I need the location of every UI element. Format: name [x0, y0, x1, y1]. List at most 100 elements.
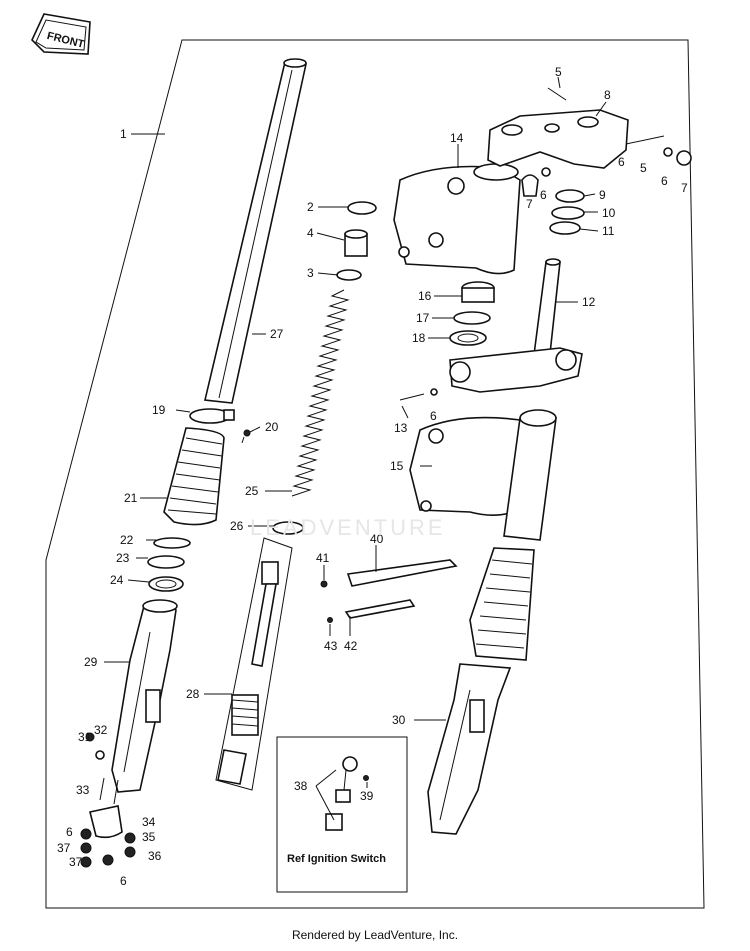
watermark: LEADVENTURE [250, 515, 446, 540]
callout-5-top: 5 [555, 65, 562, 79]
callout-6-bottom: 6 [120, 874, 127, 888]
callout-19: 19 [152, 403, 166, 417]
bearing-seal [453, 311, 491, 325]
callout-33: 33 [76, 783, 90, 797]
callout-35: 35 [142, 830, 156, 844]
washer [147, 555, 185, 569]
fork-assembly-right [427, 409, 557, 835]
callout-41: 41 [316, 551, 330, 565]
callout-15: 15 [390, 459, 404, 473]
oil-seal [148, 576, 184, 592]
circlip [153, 537, 191, 549]
steering-stem [449, 258, 583, 393]
top-bolt [344, 229, 368, 257]
cap-nut-left [521, 174, 539, 197]
callout-29: 29 [84, 655, 98, 669]
upper-fork-bracket [487, 109, 629, 169]
callout-26: 26 [230, 519, 244, 533]
callout-9: 9 [599, 188, 606, 202]
plate-screw-upper [320, 580, 328, 588]
bolt-top [547, 87, 567, 101]
callout-20: 20 [265, 420, 279, 434]
callout-30: 30 [392, 713, 406, 727]
inner-fork-tube [204, 58, 307, 404]
cap [347, 201, 377, 215]
callout-13: 13 [394, 421, 408, 435]
callout-6-left: 6 [66, 825, 73, 839]
callout-36: 36 [148, 849, 162, 863]
diagram-frame [45, 39, 705, 909]
callout-6-mid: 6 [540, 188, 547, 202]
bracket-plate-upper [346, 559, 458, 587]
ignition-switch-ref-box [276, 736, 408, 893]
callout-18: 18 [412, 331, 426, 345]
callout-22: 22 [120, 533, 134, 547]
callout-25: 25 [245, 484, 259, 498]
callout-43: 43 [324, 639, 338, 653]
callout-12: 12 [582, 295, 596, 309]
callout-31: 31 [78, 730, 92, 744]
switch-screw [363, 775, 369, 781]
headlight-bracket-upper [393, 163, 521, 275]
callout-1: 1 [120, 127, 127, 141]
cap-nut-right [676, 150, 692, 166]
washer-right [663, 147, 673, 157]
steering-bearing [449, 330, 487, 346]
callout-14: 14 [450, 131, 464, 145]
locknut [549, 221, 581, 235]
o-ring [336, 269, 362, 281]
callout-34: 34 [142, 815, 156, 829]
callout-10: 10 [602, 206, 616, 220]
bolt-right [625, 135, 665, 145]
callout-6-stem: 6 [430, 409, 437, 423]
fork-spring [291, 289, 350, 497]
callout-21: 21 [124, 491, 138, 505]
callout-11: 11 [602, 224, 615, 238]
spring-seat [272, 521, 304, 535]
ignition-switch [325, 756, 358, 831]
callout-7-right: 7 [681, 181, 688, 195]
stem-nut [555, 189, 585, 203]
stem-bolt [399, 393, 425, 401]
washer-left [541, 167, 551, 177]
dust-boot-left [163, 427, 225, 526]
callout-27: 27 [270, 327, 284, 341]
gasket [95, 750, 105, 760]
callout-28: 28 [186, 687, 200, 701]
clamp-screw [241, 429, 251, 444]
callout-37-upper: 37 [57, 841, 71, 855]
callout-5-right: 5 [640, 161, 647, 175]
plate-screw-lower [327, 617, 333, 623]
nuts-left [80, 828, 136, 868]
callout-39: 39 [360, 789, 374, 803]
callout-2: 2 [307, 200, 314, 214]
callout-42: 42 [344, 639, 358, 653]
callout-8: 8 [604, 88, 611, 102]
footer-credit: Rendered by LeadVenture, Inc. [291, 928, 459, 942]
ref-ignition-switch-note: Ref Ignition Switch [287, 853, 386, 865]
callout-40: 40 [370, 532, 384, 546]
drain-bolt [85, 732, 95, 742]
bracket-plate-lower [344, 599, 416, 619]
callout-6-top: 6 [618, 155, 625, 169]
callout-23: 23 [116, 551, 130, 565]
callout-32: 32 [94, 723, 108, 737]
axle-stud [99, 777, 119, 805]
outer-fork-tube-left [111, 599, 178, 793]
leader-lines [104, 76, 607, 821]
callout-37-lower: 37 [69, 855, 83, 869]
callout-38: 38 [294, 779, 308, 793]
front-arrow-icon: FRONT [31, 13, 91, 55]
axle-holder [89, 805, 123, 839]
callout-4: 4 [307, 226, 314, 240]
callout-17: 17 [416, 311, 430, 325]
callout-24: 24 [110, 573, 124, 587]
callout-3: 3 [307, 266, 314, 280]
bearing-race [461, 281, 495, 303]
damper-rod [217, 561, 279, 785]
stem-washer [551, 206, 585, 220]
stem-washer-small [430, 388, 438, 396]
callout-7-left: 7 [526, 197, 533, 211]
headlight-bracket-lower [409, 416, 523, 516]
